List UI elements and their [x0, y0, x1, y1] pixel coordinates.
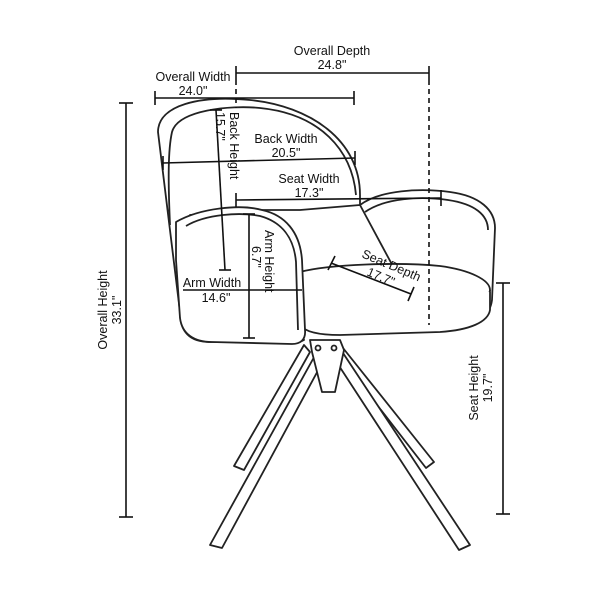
overall-width-value: 24.0" — [179, 84, 208, 98]
back-height-line — [215, 109, 226, 271]
back-width-label: Back Width — [254, 132, 317, 146]
overall-height-label: Overall Height — [96, 270, 110, 350]
arm-height-value: 6.7" — [249, 246, 263, 268]
chair-leg-back-left — [233, 344, 311, 471]
arm-width-value: 14.6" — [202, 291, 231, 305]
back-width-value: 20.5" — [272, 146, 301, 160]
seat-width-label: Seat Width — [278, 172, 339, 186]
seat-height-value: 19.7" — [481, 374, 495, 403]
chair-leg-front-left — [209, 349, 329, 549]
seat-depth-line — [330, 262, 412, 295]
seat-width-value: 17.3" — [295, 186, 324, 200]
overall-depth-value: 24.8" — [318, 58, 347, 72]
right-armrest-edge — [364, 197, 489, 231]
left-armrest-edge — [185, 213, 299, 331]
arm-height-label: Arm Height — [262, 230, 276, 293]
base-bolt-left — [314, 344, 322, 352]
chair-swivel-base — [309, 339, 345, 393]
overall-depth-label: Overall Depth — [294, 44, 370, 58]
back-width-line — [162, 157, 356, 164]
chair-left-armrest — [175, 206, 306, 345]
seat-depth-tick-bottom — [407, 286, 415, 302]
overall-width-label: Overall Width — [155, 70, 230, 84]
seat-width-line — [235, 197, 442, 201]
seat-depth-tick-top — [327, 255, 336, 271]
dimension-lines — [119, 66, 510, 518]
overall-height-value: 33.1" — [110, 296, 124, 325]
base-bolt-right — [330, 344, 338, 352]
seat-height-label: Seat Height — [467, 355, 481, 421]
arm-width-label: Arm Width — [183, 276, 241, 290]
back-height-value: 15.7" — [213, 112, 227, 141]
chair-leg-front-right — [329, 349, 471, 551]
chair-drawing — [157, 97, 496, 551]
back-height-label: Back Height — [227, 112, 241, 180]
